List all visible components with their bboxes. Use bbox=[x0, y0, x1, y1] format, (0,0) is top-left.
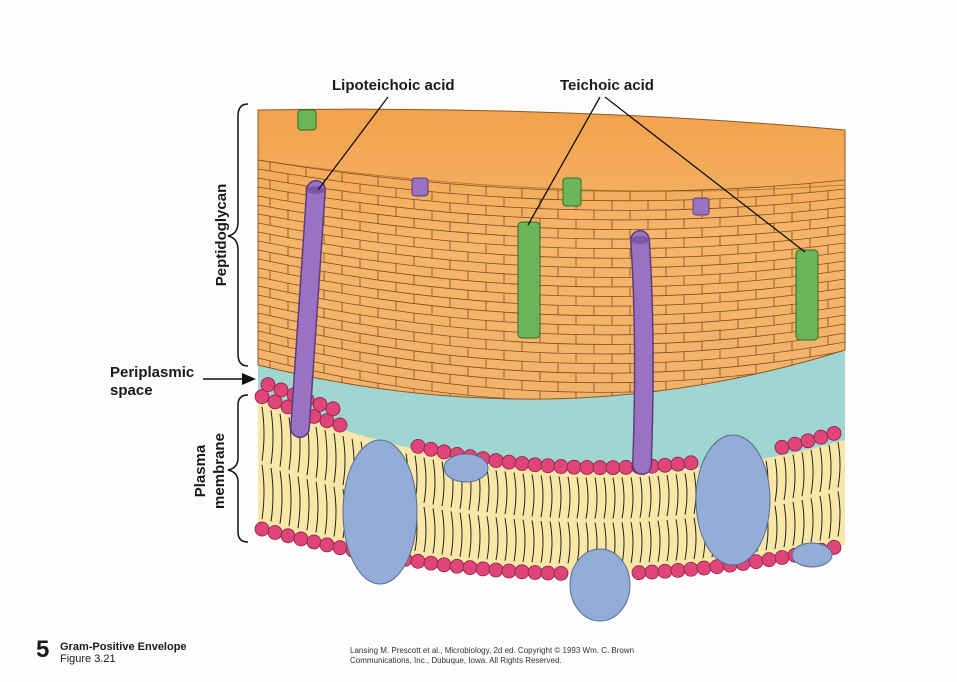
lipoteichoic-acid-cap bbox=[307, 186, 325, 194]
lipid-head bbox=[697, 561, 711, 575]
lipid-head bbox=[320, 538, 334, 552]
peptidoglycan-label: Peptidoglycan bbox=[212, 175, 232, 295]
lipid-head bbox=[684, 562, 698, 576]
lipid-head bbox=[658, 564, 672, 578]
membrane-protein bbox=[792, 543, 832, 567]
lipid-head bbox=[515, 457, 529, 471]
periplasmic-label-line2: space bbox=[110, 382, 194, 400]
lipid-head bbox=[333, 541, 347, 555]
membrane-protein bbox=[343, 440, 417, 584]
credit-line-2: Communications, Inc., Dubuque, Iowa. All… bbox=[350, 656, 562, 666]
lipid-head bbox=[619, 460, 633, 474]
lipoteichoic-acid-stub bbox=[693, 198, 709, 215]
lipid-head bbox=[411, 554, 425, 568]
lipid-head bbox=[554, 460, 568, 474]
teichoic-acid-rod bbox=[796, 250, 818, 340]
lipid-head bbox=[632, 566, 646, 580]
lipid-head bbox=[450, 559, 464, 573]
credit-line-1: Lansing M. Prescott et al., Microbiology… bbox=[350, 646, 634, 656]
lipid-head bbox=[437, 445, 451, 459]
teichoic-acid-stub bbox=[298, 110, 316, 130]
lipid-head bbox=[274, 383, 288, 397]
lipid-head bbox=[411, 439, 425, 453]
lipid-head bbox=[684, 456, 698, 470]
lipoteichoic-acid-label: Lipoteichoic acid bbox=[332, 77, 455, 94]
lipid-head bbox=[476, 562, 490, 576]
lipid-head bbox=[814, 430, 828, 444]
figure-title: Gram-Positive Envelope bbox=[60, 641, 187, 653]
lipoteichoic-acid-stub bbox=[412, 178, 428, 196]
lipid-head bbox=[775, 440, 789, 454]
membrane-protein bbox=[570, 549, 630, 621]
lipid-head bbox=[541, 566, 555, 580]
lipid-head bbox=[788, 437, 802, 451]
membrane-protein bbox=[444, 454, 488, 482]
lipid-head bbox=[671, 457, 685, 471]
teichoic-acid-stub bbox=[563, 178, 581, 206]
lipid-head bbox=[567, 460, 581, 474]
lipid-head bbox=[658, 458, 672, 472]
teichoic-acid-rod bbox=[518, 222, 540, 338]
lipid-head bbox=[580, 461, 594, 475]
plasma-membrane-brace bbox=[228, 395, 248, 542]
lipid-head bbox=[463, 561, 477, 575]
lipid-head bbox=[502, 455, 516, 469]
periplasmic-label-line1: Periplasmic bbox=[110, 364, 194, 382]
lipid-head bbox=[437, 558, 451, 572]
lipid-head bbox=[775, 551, 789, 565]
lipid-head bbox=[268, 526, 282, 540]
lipid-head bbox=[554, 566, 568, 580]
periplasmic-arrow-head bbox=[242, 373, 256, 385]
lipid-head bbox=[593, 461, 607, 475]
figure-reference: Figure 3.21 bbox=[60, 653, 116, 665]
plasma-membrane-label: Plasma membrane bbox=[191, 426, 229, 516]
teichoic-acid-label: Teichoic acid bbox=[560, 77, 654, 94]
lipid-head bbox=[541, 459, 555, 473]
lipid-head bbox=[489, 563, 503, 577]
lipid-head bbox=[424, 442, 438, 456]
lipid-head bbox=[671, 563, 685, 577]
lipid-head bbox=[333, 418, 347, 432]
lipid-head bbox=[528, 458, 542, 472]
lipid-head bbox=[424, 556, 438, 570]
lipoteichoic-acid-cap bbox=[631, 236, 649, 244]
lipid-head bbox=[281, 529, 295, 543]
lipid-head bbox=[762, 553, 776, 567]
lipid-head bbox=[255, 522, 269, 536]
plasma-label-line1: Plasma bbox=[191, 426, 210, 516]
lipid-head bbox=[261, 378, 275, 392]
lipid-head bbox=[489, 453, 503, 467]
figure-number: 5 bbox=[36, 637, 49, 663]
lipid-head bbox=[606, 461, 620, 475]
periplasmic-space-label: Periplasmic space bbox=[110, 364, 194, 400]
lipid-head bbox=[326, 402, 340, 416]
lipid-head bbox=[502, 564, 516, 578]
plasma-label-line2: membrane bbox=[210, 426, 229, 516]
lipid-head bbox=[645, 565, 659, 579]
lipid-head bbox=[515, 565, 529, 579]
membrane-protein bbox=[696, 435, 770, 565]
lipid-head bbox=[313, 397, 327, 411]
lipid-head bbox=[528, 565, 542, 579]
lipid-head bbox=[307, 535, 321, 549]
lipid-head bbox=[801, 434, 815, 448]
lipid-head bbox=[294, 532, 308, 546]
lipoteichoic-acid-rod bbox=[640, 240, 644, 465]
lipid-head bbox=[827, 426, 841, 440]
